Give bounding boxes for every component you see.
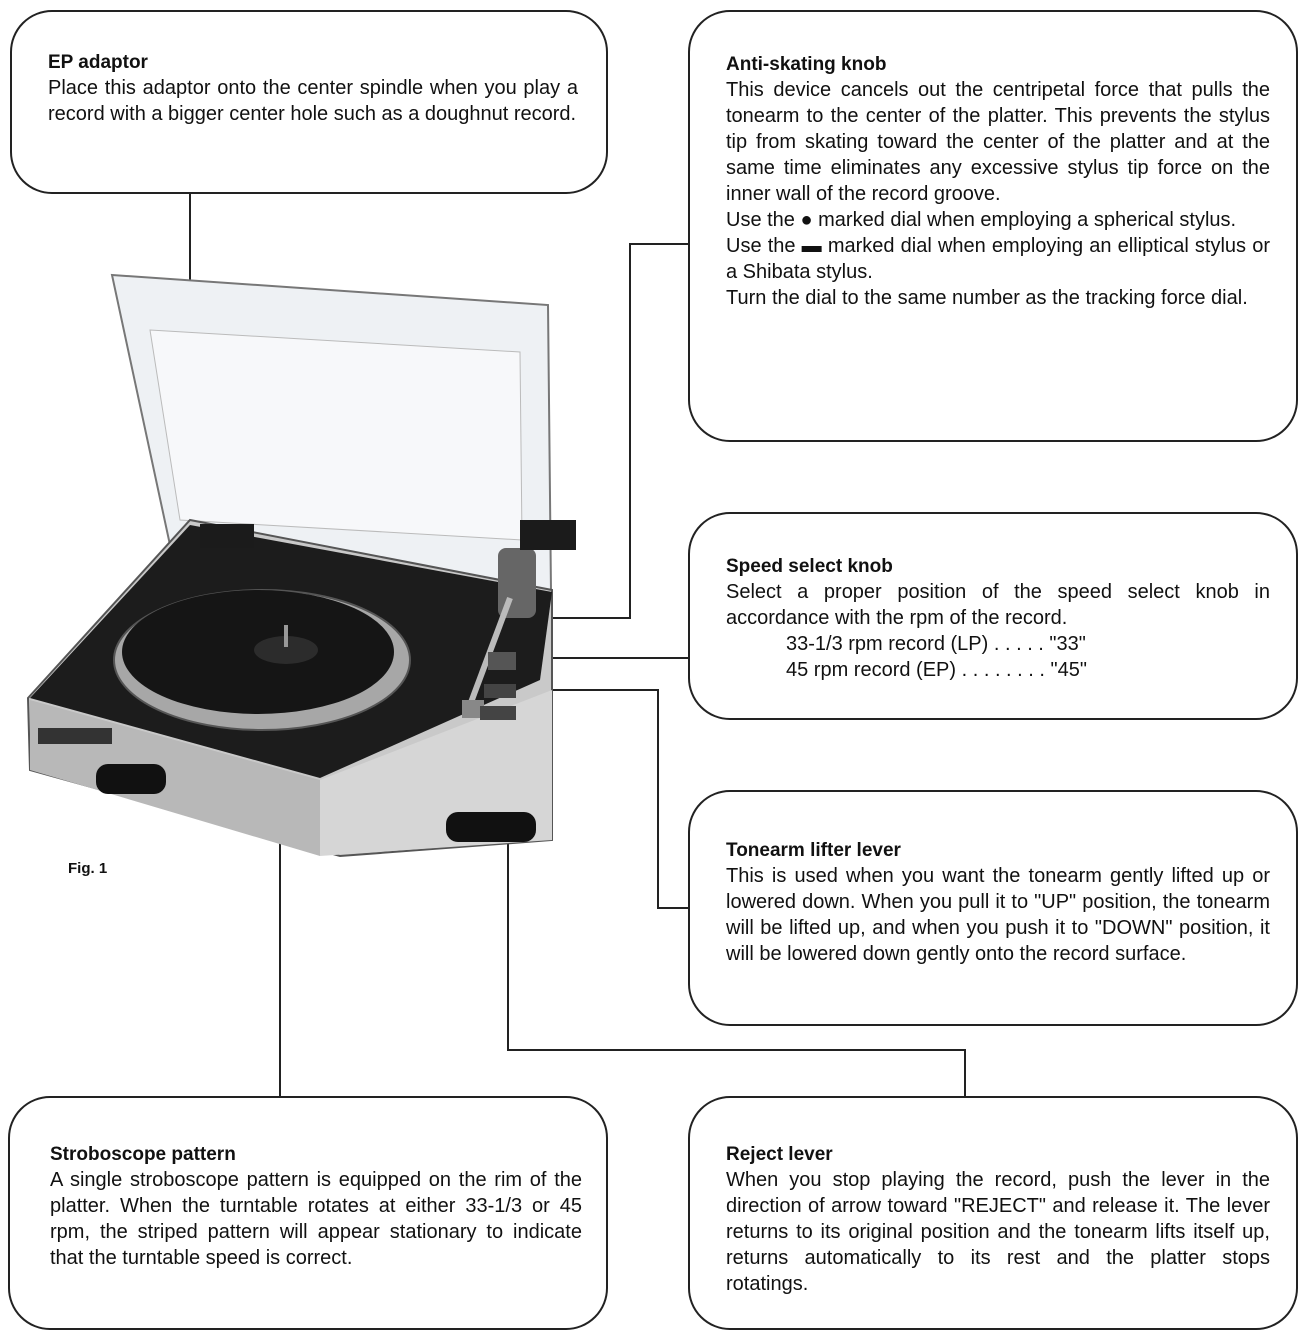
callout-stroboscope-pattern: Stroboscope pattern A single stroboscope… (8, 1096, 608, 1330)
callout-title: EP adaptor (48, 50, 578, 75)
leader-line-anti-skating (540, 244, 688, 618)
callout-body: This is used when you want the tonearm g… (726, 863, 1270, 967)
callout-tonearm-lifter-lever: Tonearm lifter lever This is used when y… (688, 790, 1298, 1026)
callout-paragraph: This device cancels out the centripetal … (726, 77, 1270, 207)
callout-title: Speed select knob (726, 554, 1270, 579)
callout-paragraph: Use the ● marked dial when employing a s… (726, 207, 1270, 233)
callout-speed-select-knob: Speed select knob Select a proper positi… (688, 512, 1298, 720)
callout-body: A single stroboscope pattern is equipped… (50, 1167, 582, 1271)
callout-title: Tonearm lifter lever (726, 838, 1270, 863)
callout-reject-lever: Reject lever When you stop playing the r… (688, 1096, 1298, 1330)
callout-ep-adaptor: EP adaptor Place this adaptor onto the c… (10, 10, 608, 194)
callout-body: When you stop playing the record, push t… (726, 1167, 1270, 1297)
figure-label: Fig. 1 (68, 860, 107, 877)
callout-anti-skating-knob: Anti-skating knob This device cancels ou… (688, 10, 1298, 442)
callout-paragraph: Select a proper position of the speed se… (726, 579, 1270, 631)
platter (114, 590, 410, 730)
callout-title: Reject lever (726, 1142, 1270, 1167)
callout-paragraph: Turn the dial to the same number as the … (726, 285, 1270, 311)
callout-title: Stroboscope pattern (50, 1142, 582, 1167)
callout-body: Place this adaptor onto the center spind… (48, 75, 578, 127)
speed-row-ep: 45 rpm record (EP) . . . . . . . . "45" (726, 657, 1270, 683)
speed-row-lp: 33-1/3 rpm record (LP) . . . . . "33" (726, 631, 1270, 657)
callout-body: Select a proper position of the speed se… (726, 579, 1270, 683)
callout-paragraph: Use the ▬ marked dial when employing an … (726, 233, 1270, 285)
callout-title: Anti-skating knob (726, 52, 1270, 77)
callout-body: This device cancels out the centripetal … (726, 77, 1270, 311)
